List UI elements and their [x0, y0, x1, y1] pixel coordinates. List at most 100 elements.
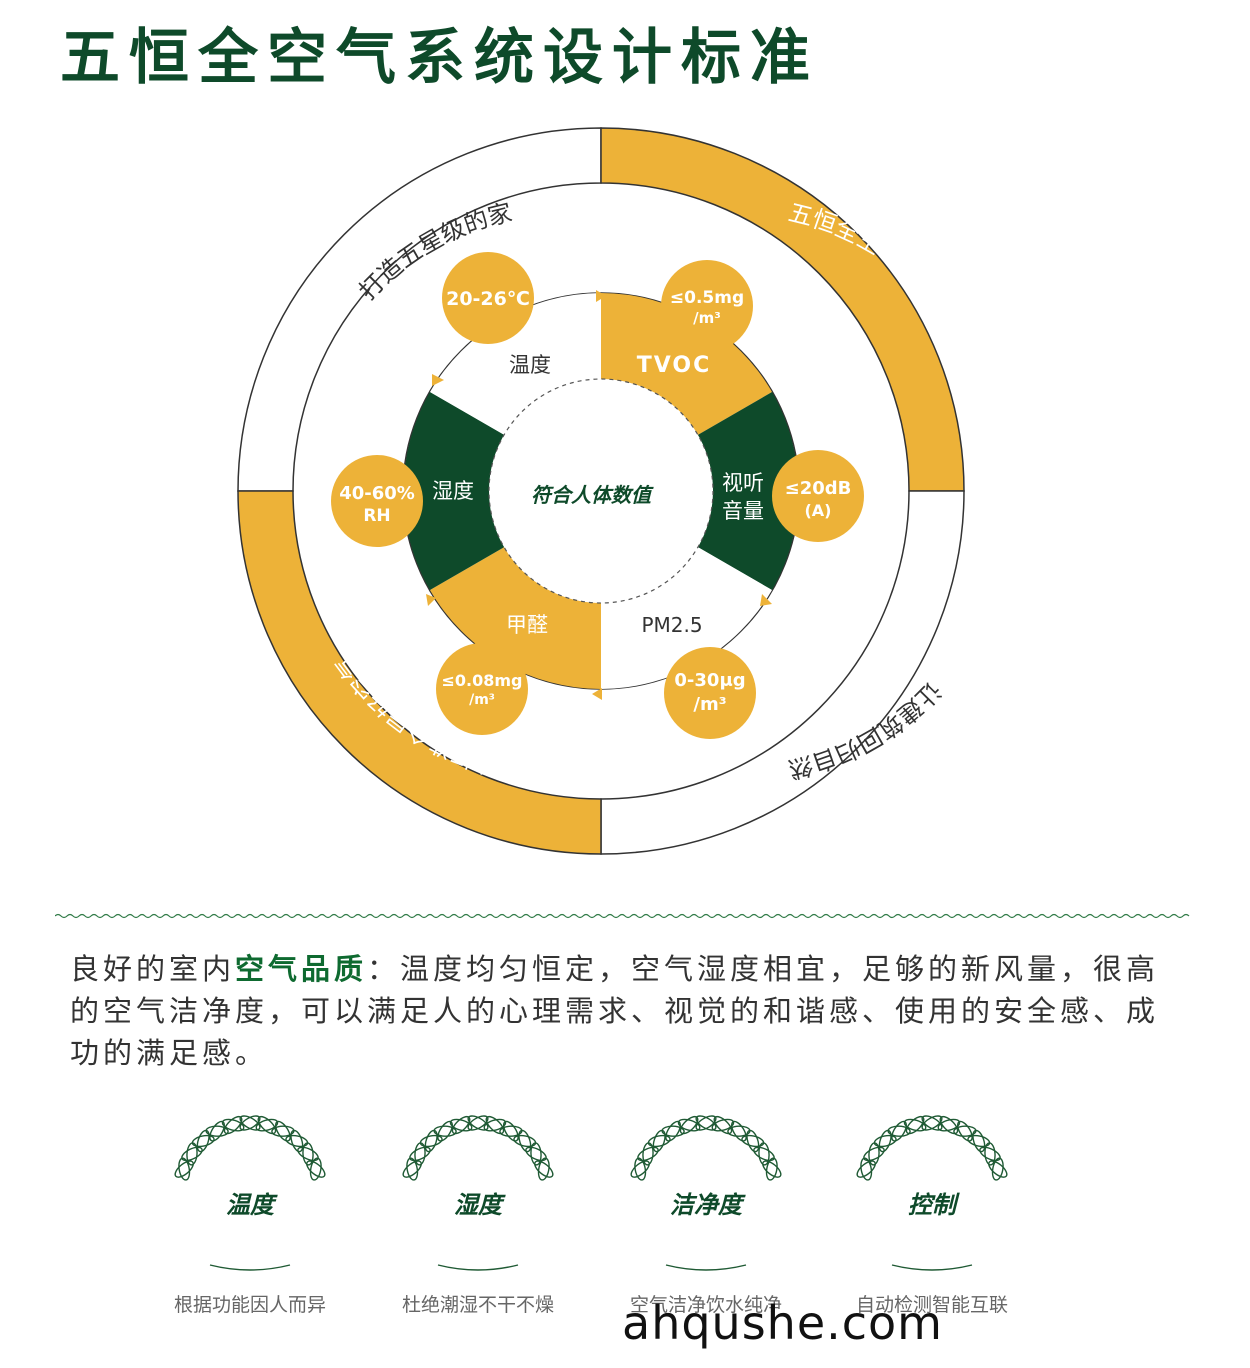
ring-arrow-2 [752, 372, 764, 386]
laurel-leaf [485, 1115, 505, 1135]
laurel-leaf [302, 1142, 314, 1166]
badge-row: 温度 根据功能因人而异 湿度 杜绝潮湿不干不燥 洁净度 空气洁净饮水纯净 控制 … [0, 1115, 1250, 1335]
segment-label-pm25: PM2.5 [641, 613, 702, 637]
laurel-leaf [402, 1160, 422, 1178]
ring-arrow-5 [426, 594, 436, 606]
laurel-leaf [677, 1118, 701, 1132]
laurel-leaf [449, 1118, 473, 1132]
center-label: 符合人体数值 [531, 483, 654, 507]
laurel-stem [665, 1264, 747, 1271]
laurel-wreath-icon [174, 1115, 326, 1271]
para-body: ：温度均匀恒定，空气湿度相宜，足够的新风量，很高的空气洁净度，可以满足人的心理需… [70, 952, 1160, 1070]
laurel-leaf [856, 1160, 876, 1178]
laurel-leaf [956, 1120, 973, 1142]
badge-temperature: 温度 根据功能因人而异 [150, 1115, 350, 1335]
value-bubble-humidity [331, 455, 423, 547]
value-bubble-pm25 [664, 647, 756, 739]
laurel-wreath-icon [402, 1115, 554, 1271]
value-humidity-2: RH [363, 506, 390, 526]
value-tvoc-1: ≤0.5mg [670, 288, 744, 308]
laurel-leaf [746, 1129, 760, 1153]
laurel-leaf [274, 1120, 291, 1142]
laurel-leaf [221, 1118, 245, 1132]
outer-ring-bottom-left [237, 490, 602, 855]
laurel-leaf [762, 1160, 782, 1178]
laurel-leaf [433, 1125, 457, 1137]
laurel-leaf [309, 1157, 322, 1181]
laurel-leaf [467, 1115, 489, 1131]
laurel-stem [209, 1264, 291, 1271]
segment-humidity [403, 392, 513, 590]
ring-arrow-6 [432, 374, 444, 386]
value-bubble-noise [772, 450, 864, 542]
laurel-leaf [205, 1125, 229, 1137]
laurel-wreath-icon [856, 1115, 1008, 1271]
segment-temperature [430, 293, 601, 440]
laurel-leaf [652, 1129, 666, 1153]
laurel-leaf [903, 1118, 927, 1132]
laurel-leaf [424, 1129, 438, 1153]
value-bubble-formaldehyde [436, 643, 528, 735]
badge-title: 控制 [908, 1191, 956, 1219]
value-temperature: 20-26℃ [446, 288, 530, 310]
ring-arrow-3 [760, 594, 772, 606]
laurel-leaf [537, 1157, 550, 1181]
section-divider [55, 913, 1190, 919]
laurel-leaf [525, 1146, 547, 1162]
description-paragraph: 良好的室内空气品质：温度均匀恒定，空气湿度相宜，足够的新风量，很高的空气洁净度，… [70, 948, 1180, 1074]
laurel-leaf [191, 1134, 215, 1148]
laurel-leaf [630, 1160, 650, 1178]
laurel-leaf [530, 1142, 542, 1166]
laurel-leaf [257, 1115, 277, 1135]
segment-label-formaldehyde: 甲醛 [506, 613, 548, 637]
laurel-leaf [534, 1160, 554, 1178]
value-tvoc-2: /m³ [693, 309, 721, 327]
laurel-leaf [518, 1129, 532, 1153]
segment-pm25 [601, 542, 772, 689]
segment-label-humidity: 湿度 [432, 479, 474, 503]
center-circle [488, 378, 714, 604]
laurel-leaf [661, 1125, 685, 1137]
para-highlight: 空气品质 [235, 952, 368, 986]
laurel-leaf [306, 1160, 326, 1178]
laurel-leaf [637, 1146, 659, 1162]
laurel-leaf [984, 1142, 996, 1166]
laurel-leaf [713, 1115, 733, 1135]
segment-label-temperature: 温度 [509, 353, 551, 377]
laurel-leaf [887, 1125, 911, 1137]
laurel-leaf [939, 1115, 959, 1135]
laurel-leaf [196, 1129, 210, 1153]
laurel-leaf [409, 1146, 431, 1162]
laurel-leaf [181, 1146, 203, 1162]
ring-arrow-4 [592, 688, 602, 700]
laurel-leaf [921, 1115, 943, 1131]
value-bubble-tvoc [661, 260, 753, 352]
laurel-leaf [873, 1134, 897, 1148]
value-formaldehyde-2: /m³ [469, 692, 495, 708]
laurel-leaf [878, 1129, 892, 1153]
laurel-leaf [174, 1160, 194, 1178]
badge-desc: 杜绝潮湿不干不燥 [401, 1294, 554, 1316]
badge-title: 洁净度 [670, 1191, 742, 1219]
laurel-leaf [863, 1146, 885, 1162]
badge-control: 控制 自动检测智能互联 [832, 1115, 1032, 1335]
laurel-leaf [290, 1129, 304, 1153]
laurel-leaf [297, 1146, 319, 1162]
laurel-leaf [765, 1157, 778, 1181]
ring-arrow-1 [596, 290, 606, 302]
value-pm25-1: 0-30μg [674, 670, 745, 691]
badge-title: 湿度 [454, 1191, 502, 1219]
laurel-wreath-icon [630, 1115, 782, 1271]
laurel-leaf [695, 1115, 717, 1131]
value-bubble-temperature [442, 252, 534, 344]
value-pm25-2: /m³ [693, 694, 726, 715]
laurel-stem [437, 1264, 519, 1271]
value-humidity-1: 40-60% [339, 483, 415, 504]
laurel-leaf [502, 1120, 519, 1142]
page-title: 五恒全空气系统设计标准 [60, 23, 819, 93]
laurel-leaf [753, 1146, 775, 1162]
badge-cleanliness: 洁净度 空气洁净饮水纯净 [606, 1115, 806, 1335]
laurel-leaf [239, 1115, 261, 1131]
value-noise-1: ≤20dB [785, 478, 852, 499]
segment-label-noise-1: 视听 [722, 471, 764, 495]
